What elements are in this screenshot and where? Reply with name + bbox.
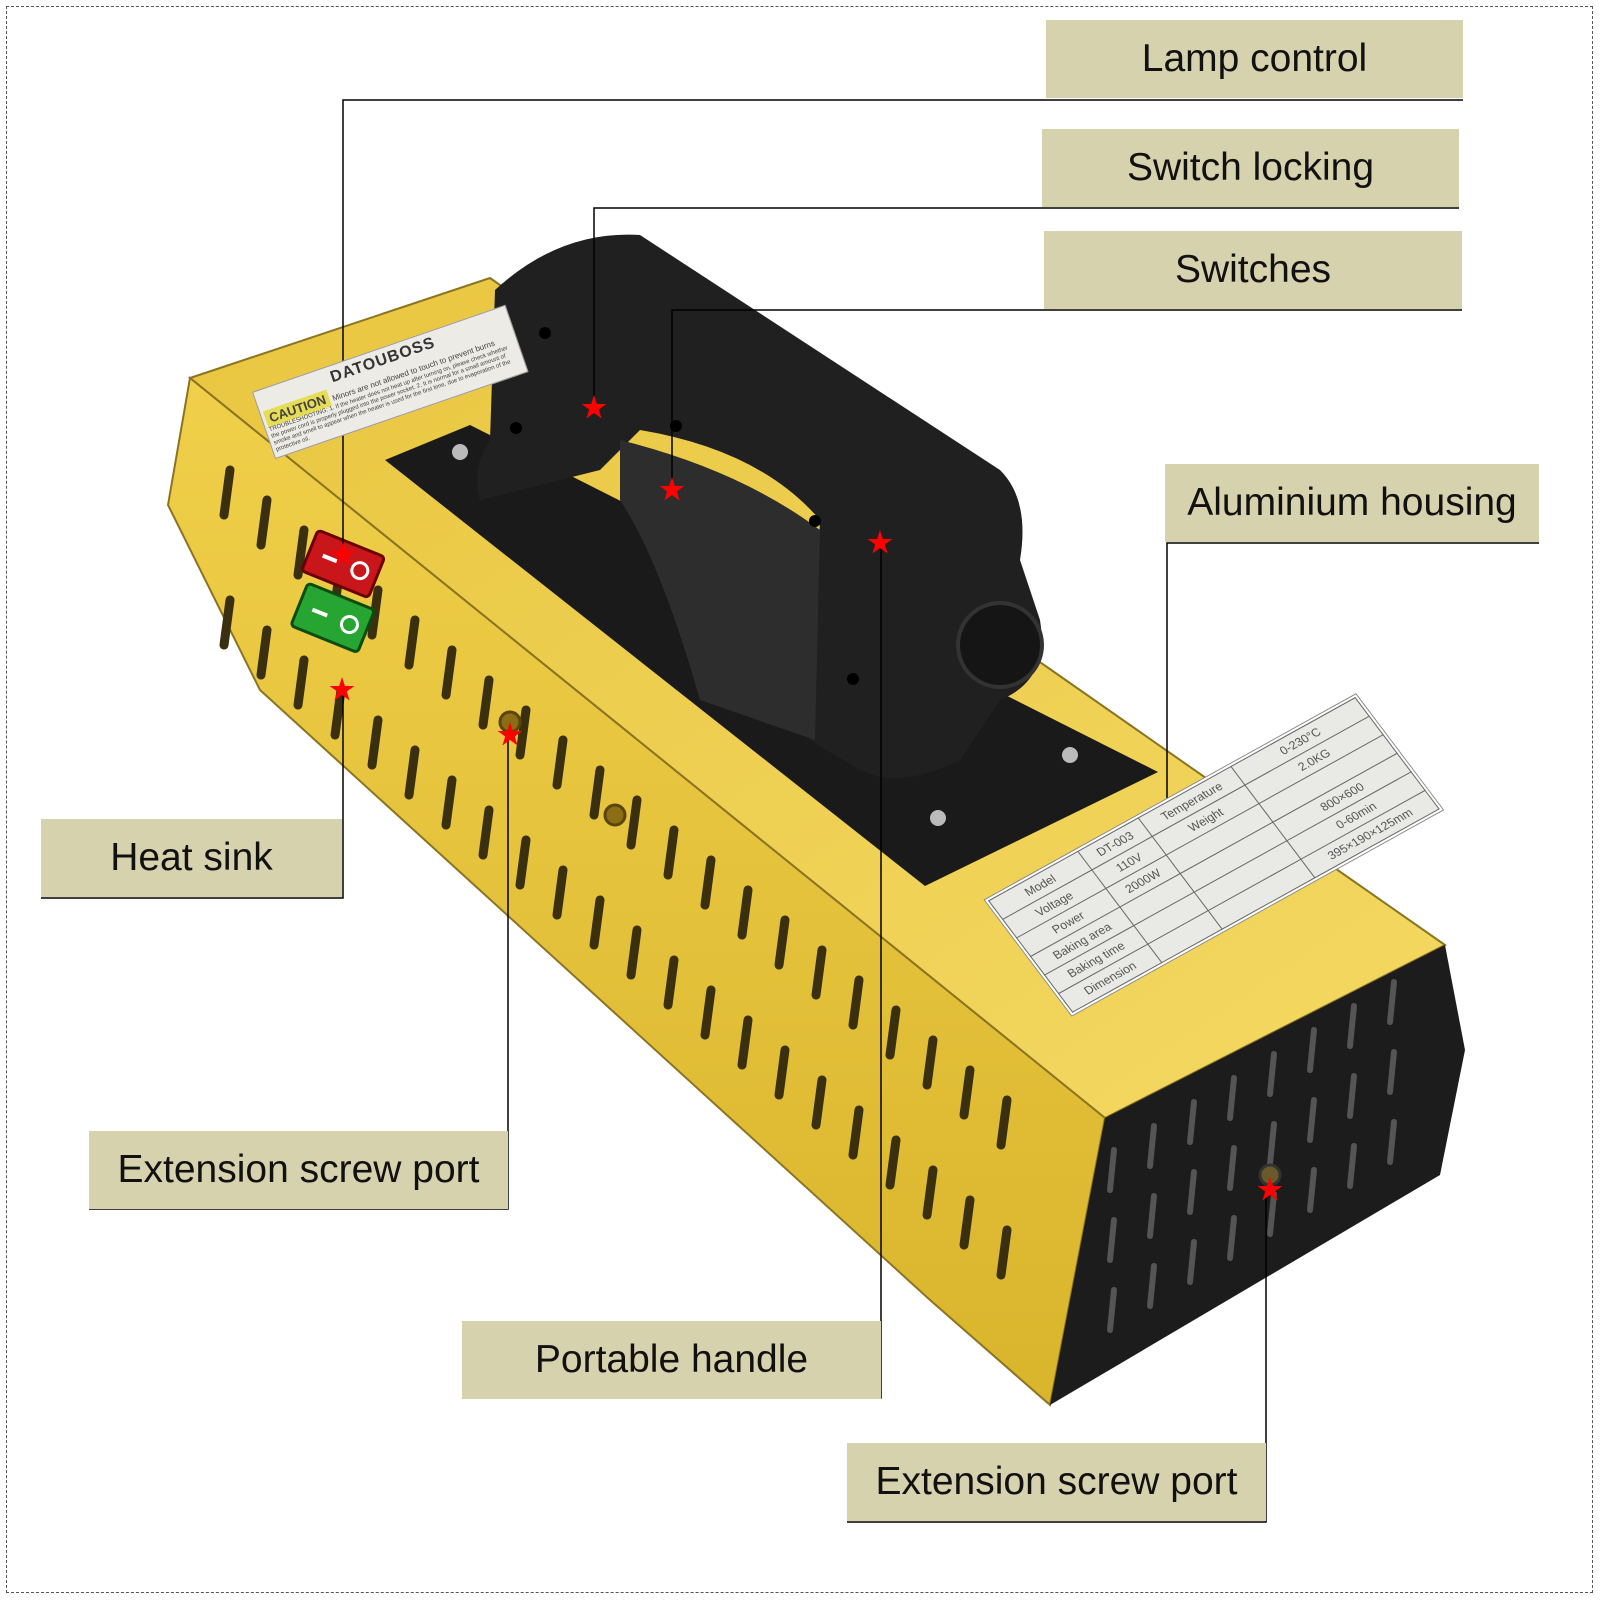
- vent-slot: [626, 795, 642, 850]
- end-vent-slot: [1347, 1073, 1357, 1119]
- label-extension-screw-port-side: Extension screw port: [89, 1131, 508, 1209]
- vent-slot: [811, 945, 827, 1000]
- vent-slot: [515, 835, 531, 890]
- vent-slot: [256, 495, 272, 550]
- marker-star-icon: [659, 477, 685, 501]
- end-vent-slot: [1267, 1121, 1277, 1167]
- end-vent-slot: [1187, 1169, 1197, 1215]
- leader-switch-locking: [593, 207, 1459, 408]
- end-vent-slot: [1307, 1167, 1317, 1213]
- leader-switches: [671, 309, 1462, 490]
- marker-star-icon: [330, 542, 356, 566]
- end-vent-slot: [1147, 1123, 1157, 1169]
- end-vent-slot: [1307, 1027, 1317, 1073]
- dashed-frame: [6, 6, 1593, 1593]
- vent-slot: [626, 925, 642, 980]
- vent-slot: [256, 625, 272, 680]
- marker-star-icon: [867, 530, 893, 554]
- end-vent-slot: [1147, 1193, 1157, 1239]
- end-vent-slot: [1387, 979, 1397, 1025]
- vent-slot: [404, 745, 420, 800]
- vent-slot: [959, 1195, 975, 1250]
- vent-slot: [589, 765, 605, 820]
- vent-slot: [293, 655, 309, 710]
- leader-extension-port-side: [89, 735, 509, 1210]
- end-vent-slot: [1347, 1003, 1357, 1049]
- vent-slot: [737, 885, 753, 940]
- portable-handle: [476, 234, 1042, 779]
- vent-slot: [552, 865, 568, 920]
- vent-slot: [700, 985, 716, 1040]
- end-vent-slot: [1347, 1143, 1357, 1189]
- vent-slot: [663, 955, 679, 1010]
- cable-gland: [956, 601, 1044, 689]
- vent-slot: [663, 825, 679, 880]
- lamp-switch-red[interactable]: [301, 529, 386, 599]
- end-vent-slot: [1387, 1049, 1397, 1095]
- label-heat-sink: Heat sink: [41, 819, 342, 897]
- vent-slot: [515, 705, 531, 760]
- vent-slot: [922, 1035, 938, 1090]
- vent-slot: [959, 1065, 975, 1120]
- vent-slot: [922, 1165, 938, 1220]
- end-vent-slot: [1107, 1217, 1117, 1263]
- label-portable-handle: Portable handle: [462, 1321, 881, 1399]
- label-lamp-control: Lamp control: [1046, 20, 1463, 98]
- vent-slot: [330, 685, 346, 740]
- vent-slot: [996, 1225, 1012, 1280]
- power-switch-green[interactable]: [290, 582, 376, 653]
- end-vent-slot: [1267, 1191, 1277, 1237]
- label-switch-locking: Switch locking: [1042, 129, 1459, 207]
- end-vent-slot: [1267, 1051, 1277, 1097]
- vent-slot: [848, 975, 864, 1030]
- vent-slot: [404, 615, 420, 670]
- vent-slot: [219, 595, 235, 650]
- end-vent-slot: [1187, 1099, 1197, 1145]
- end-vent-slot: [1147, 1263, 1157, 1309]
- vent-slot: [811, 1075, 827, 1130]
- vent-slot: [441, 645, 457, 700]
- end-vent-slot: [1307, 1097, 1317, 1143]
- end-vent-slot: [1227, 1075, 1237, 1121]
- end-vent-slots: [1107, 979, 1397, 1333]
- leader-heat-sink: [41, 690, 344, 899]
- end-vent-slot: [1107, 1147, 1117, 1193]
- vent-slot: [589, 895, 605, 950]
- vent-slot: [774, 1045, 790, 1100]
- vent-slot: [552, 735, 568, 790]
- vent-slot: [700, 855, 716, 910]
- leader-aluminium-housing: [1166, 542, 1539, 820]
- vent-slot: [737, 1015, 753, 1070]
- vent-slot: [219, 465, 235, 520]
- vent-slot: [848, 1105, 864, 1160]
- label-aluminium-housing: Aluminium housing: [1165, 464, 1539, 542]
- marker-star-icon: [497, 722, 523, 746]
- screw-port-side-2: [603, 803, 627, 827]
- marker-star-icon: [329, 677, 355, 701]
- vent-slot: [293, 525, 309, 580]
- vent-slot: [996, 1095, 1012, 1150]
- end-vent-slot: [1187, 1239, 1197, 1285]
- vent-slot: [478, 805, 494, 860]
- marker-star-icon: [581, 395, 607, 419]
- end-vent-slot: [1107, 1287, 1117, 1333]
- leader-extension-port-end: [847, 1190, 1267, 1523]
- end-vent-slot: [1227, 1145, 1237, 1191]
- end-vent-slot: [1387, 1119, 1397, 1165]
- vent-slot: [478, 675, 494, 730]
- vent-slot: [367, 715, 383, 770]
- vent-slot: [885, 1135, 901, 1190]
- end-vent-slot: [1227, 1215, 1237, 1261]
- label-switches: Switches: [1044, 231, 1462, 309]
- vent-slot: [441, 775, 457, 830]
- label-extension-screw-port-end: Extension screw port: [847, 1443, 1266, 1521]
- vent-slot: [774, 915, 790, 970]
- vent-slot: [885, 1005, 901, 1060]
- marker-star-icon: [1257, 1177, 1283, 1201]
